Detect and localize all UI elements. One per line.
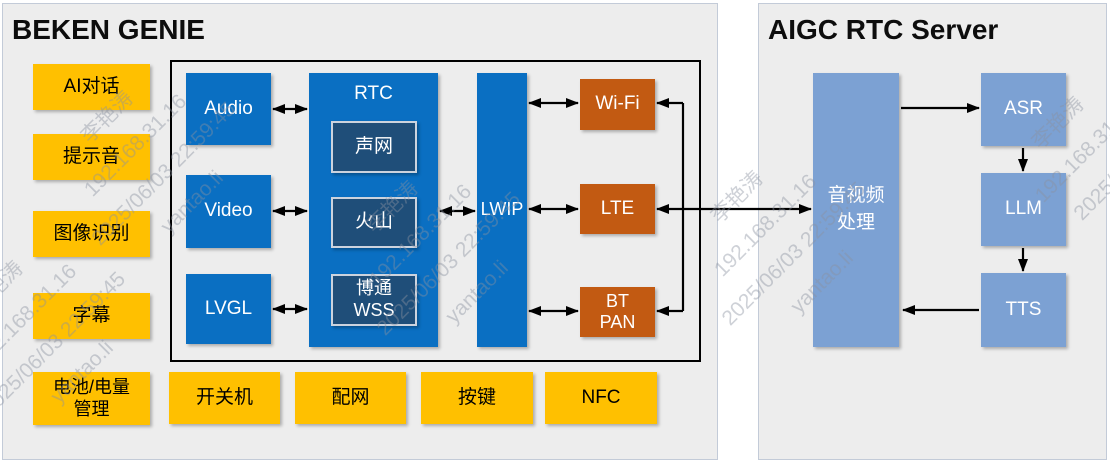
feature-battery-management: 电池/电量 管理 (33, 372, 150, 425)
right-panel-title: AIGC RTC Server (768, 14, 999, 45)
feature-image-recognition: 图像识别 (33, 211, 150, 257)
engine-botong-wss: 博通 WSS (331, 274, 417, 326)
rtc-box: RTC 声网 火山 博通 WSS (309, 73, 438, 347)
engine-huoshan: 火山 (331, 197, 417, 248)
llm-box: LLM (981, 173, 1066, 246)
module-video: Video (186, 175, 271, 248)
feature-power-switch: 开关机 (169, 372, 280, 424)
feature-network-config: 配网 (295, 372, 406, 424)
asr-box: ASR (981, 73, 1066, 146)
tts-box: TTS (981, 273, 1066, 347)
link-lte: LTE (580, 184, 655, 234)
link-bt-pan: BT PAN (580, 287, 655, 337)
av-processing-box: 音视频 处理 (813, 73, 899, 347)
engine-shengwang: 声网 (331, 121, 417, 173)
feature-nfc: NFC (545, 372, 657, 424)
feature-prompt-tone: 提示音 (33, 134, 150, 180)
left-panel-title: BEKEN GENIE (12, 14, 205, 45)
feature-ai-chat: AI对话 (33, 64, 150, 110)
rtc-label: RTC (354, 83, 393, 104)
feature-keys: 按键 (421, 372, 533, 424)
link-wifi: Wi-Fi (580, 79, 655, 130)
feature-subtitle: 字幕 (33, 293, 150, 339)
module-lwip: LWIP (477, 73, 527, 347)
module-audio: Audio (186, 73, 271, 145)
module-lvgl: LVGL (186, 274, 271, 344)
